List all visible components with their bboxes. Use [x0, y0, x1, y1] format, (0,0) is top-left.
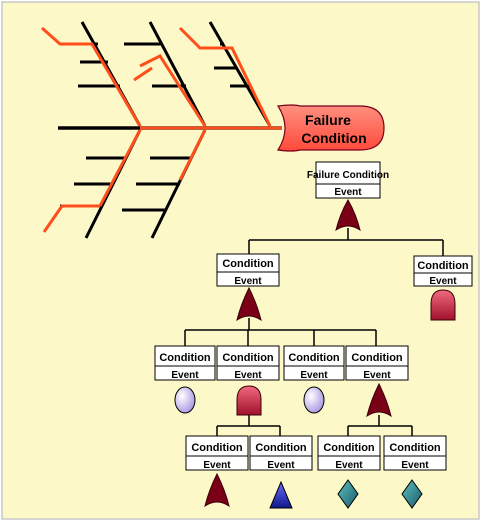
condition-event-box-l2-1: Condition Event	[154, 345, 216, 381]
fishbone-orange-path	[139, 54, 207, 127]
fishbone: Failure Condition	[41, 21, 385, 239]
fishbone-orange-path	[41, 26, 142, 127]
basic-event-circle-icon	[303, 386, 325, 414]
condition-event-box-l3-3: Condition Event	[317, 435, 381, 471]
and-gate-icon	[236, 385, 262, 416]
fishbone-orange-path	[42, 204, 100, 233]
condition-title: Condition	[323, 442, 375, 454]
fishbone-orange-rib	[178, 129, 207, 181]
condition-event-box-l2-3: Condition Event	[283, 345, 345, 381]
condition-title: Condition	[389, 442, 441, 454]
fishbone-head-label-line2: Condition	[301, 130, 366, 146]
fishbone-head	[276, 104, 385, 152]
condition-title: Condition	[222, 352, 274, 364]
event-subtitle: Event	[203, 460, 231, 471]
event-subtitle: Event	[234, 276, 262, 287]
condition-event-box-l2-4: Condition Event	[345, 345, 409, 381]
event-subtitle: Event	[401, 460, 429, 471]
undeveloped-event-diamond-icon	[337, 479, 359, 509]
condition-event-box-l2-2: Condition Event	[216, 345, 280, 381]
undeveloped-event-diamond-icon	[401, 479, 423, 509]
event-subtitle: Event	[171, 370, 199, 381]
event-subtitle: Event	[429, 276, 457, 287]
and-gate-icon	[430, 289, 456, 321]
event-subtitle: Event	[267, 460, 295, 471]
condition-event-box-l1-left: Condition Event	[216, 253, 280, 287]
transfer-triangle-icon	[269, 480, 293, 509]
or-gate-icon	[366, 382, 392, 418]
condition-title: Condition	[191, 442, 243, 454]
condition-event-box-l1-right: Condition Event	[413, 255, 473, 287]
condition-event-box-l3-4: Condition Event	[383, 435, 447, 471]
top-event-subtitle: Event	[334, 187, 362, 198]
condition-title: Condition	[255, 442, 307, 454]
fishbone-orange-path	[178, 26, 272, 127]
or-gate-icon	[204, 472, 230, 508]
event-subtitle: Event	[363, 370, 391, 381]
condition-event-box-l3-2: Condition Event	[249, 435, 313, 471]
fishbone-orange-path	[133, 66, 153, 82]
event-subtitle: Event	[300, 370, 328, 381]
condition-title: Condition	[351, 352, 403, 364]
basic-event-circle-icon	[174, 386, 196, 414]
condition-title: Condition	[288, 352, 340, 364]
condition-title: Condition	[159, 352, 211, 364]
condition-event-box-l3-1: Condition Event	[185, 435, 249, 471]
fishbone-orange-rib	[98, 129, 142, 207]
condition-title: Condition	[222, 258, 274, 270]
top-event-title: Failure Condition	[307, 170, 389, 181]
or-gate-icon	[236, 286, 262, 322]
fishbone-head-label-line1: Failure	[305, 112, 351, 128]
event-subtitle: Event	[234, 370, 262, 381]
condition-title: Condition	[417, 260, 469, 272]
top-event-box: Failure Condition Event	[307, 161, 389, 199]
event-subtitle: Event	[335, 460, 363, 471]
fault-tree-connectors	[184, 228, 444, 436]
or-gate-icon	[335, 198, 361, 232]
fishbone-rib	[148, 21, 207, 127]
